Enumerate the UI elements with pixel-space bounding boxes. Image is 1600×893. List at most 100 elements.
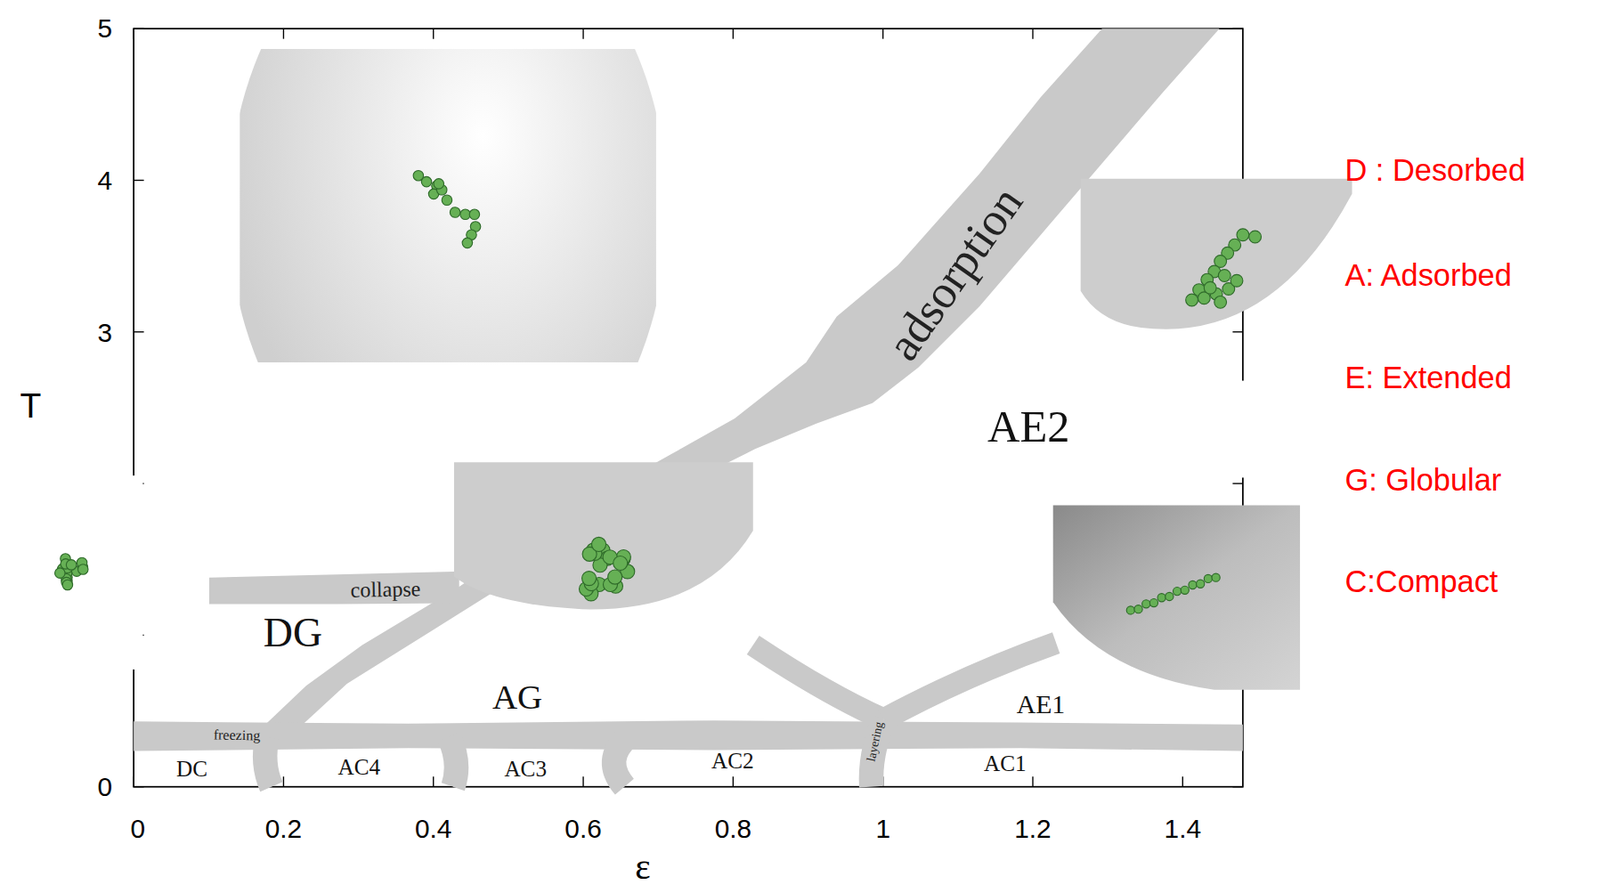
region-label-text: AE2 <box>987 404 1070 449</box>
bead <box>1196 579 1205 588</box>
tick <box>133 179 144 181</box>
tick-label-text: 1 <box>875 815 891 843</box>
bead <box>1218 269 1231 283</box>
region-label-text: AE1 <box>1016 690 1066 718</box>
layering-band <box>753 644 885 720</box>
polymer-beads <box>55 170 1262 615</box>
tick <box>133 786 144 788</box>
tick-label-text: 0.2 <box>265 815 302 843</box>
legend-note: E: Extended <box>1344 362 1511 393</box>
bead <box>78 564 89 575</box>
phase-bands <box>265 642 1056 788</box>
boundary-band <box>265 737 272 788</box>
tick <box>882 28 884 39</box>
tick <box>732 776 734 787</box>
tick-label: 4 <box>97 167 113 195</box>
tick-label: 3 <box>97 319 113 347</box>
tick-label-text: 3 <box>97 319 113 347</box>
bead <box>1142 600 1151 609</box>
axis-title: ε <box>634 849 650 886</box>
bead <box>1230 274 1243 287</box>
tick <box>132 28 134 39</box>
legend-note-text: G: Globular <box>1344 463 1502 495</box>
tick <box>1232 786 1243 788</box>
region-label-text: AG <box>492 679 543 715</box>
inset-surface <box>454 462 754 610</box>
bead <box>449 207 460 218</box>
tick <box>1182 776 1184 787</box>
tick-label: 0.4 <box>414 815 452 843</box>
bead <box>582 571 597 586</box>
freezing-band-label: freezing <box>212 728 260 744</box>
bead <box>1180 585 1189 594</box>
inset-bulk <box>239 48 657 363</box>
tick-label-text: 0.6 <box>564 815 602 843</box>
axis-title-text: ε <box>634 849 650 886</box>
tick-label-text: 0 <box>129 815 146 843</box>
bead <box>55 568 65 578</box>
bead <box>62 579 73 590</box>
bead <box>462 237 472 248</box>
bead <box>65 560 76 570</box>
boundary-band <box>448 737 456 788</box>
tick-label: 0.8 <box>714 815 752 843</box>
tick <box>133 331 144 333</box>
tick-label: 0.2 <box>265 815 302 843</box>
tick <box>732 28 734 39</box>
legend-note: G: Globular <box>1344 463 1502 495</box>
bead <box>433 178 444 189</box>
region-label-text: AC1 <box>983 753 1027 776</box>
tick-label-text: 0 <box>97 773 113 801</box>
bead <box>1165 592 1174 601</box>
tick <box>1232 28 1243 30</box>
axis-title-text: T <box>19 389 41 424</box>
bead <box>1236 228 1250 242</box>
bead <box>441 194 452 205</box>
region-label: AC2 <box>711 749 755 772</box>
tick-label: 1 <box>875 815 891 843</box>
tick-label-text: 5 <box>97 15 113 42</box>
freezing-band <box>133 720 1243 751</box>
tick <box>132 776 134 787</box>
bead <box>1203 281 1217 294</box>
legend-note: C:Compact <box>1344 566 1498 597</box>
collapse-band-label: collapse <box>350 578 422 602</box>
legend-note-text: A: Adsorbed <box>1344 259 1511 291</box>
band-text: freezing <box>212 728 260 744</box>
region-label: AE1 <box>1016 690 1066 718</box>
tick <box>283 776 285 787</box>
bead <box>1126 606 1135 615</box>
bead <box>1249 230 1262 244</box>
tick-label: 0 <box>129 815 146 843</box>
tick <box>582 28 584 39</box>
axis-title: T <box>19 389 41 424</box>
tick-label: 5 <box>97 15 113 42</box>
bead <box>1157 593 1166 602</box>
bead <box>592 536 607 552</box>
boundary-band <box>614 737 628 788</box>
tick-label-text: 1.4 <box>1164 815 1202 843</box>
bead <box>1188 580 1197 589</box>
bead <box>608 569 623 585</box>
bead <box>1211 573 1220 582</box>
tick-label-text: 0.8 <box>714 815 752 843</box>
inset-surface <box>1080 178 1353 330</box>
axis-cover <box>1236 381 1258 479</box>
legend-note: A: Adsorbed <box>1344 259 1511 291</box>
region-label-text: AC2 <box>711 749 755 772</box>
bead <box>1172 587 1181 596</box>
region-label: DG <box>263 612 323 654</box>
tick-label-text: 4 <box>97 167 113 195</box>
tick-label-text: 0.4 <box>414 815 452 843</box>
bead <box>1203 574 1212 583</box>
bead <box>469 209 480 220</box>
bead <box>1134 605 1143 614</box>
collapse-band <box>209 571 460 605</box>
bead <box>421 176 431 187</box>
tick-label: 1.2 <box>1014 815 1051 843</box>
tick <box>1031 776 1033 787</box>
region-label: AC3 <box>503 758 547 781</box>
tick-label: 0.6 <box>564 815 602 843</box>
